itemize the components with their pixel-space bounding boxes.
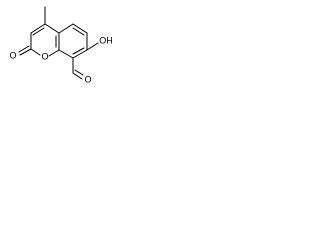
atom-hydroxyl: OH — [99, 35, 113, 45]
bond-cho-o — [72, 72, 83, 80]
bond-c2-o1 — [30, 48, 41, 56]
structure-canvas: O O OH O — [0, 0, 121, 86]
bond-c8-c8a — [58, 49, 74, 59]
molecule-diagram: O O OH O — [9, 6, 113, 84]
bond-c4a-c5 — [58, 23, 74, 34]
atom-carbonyl-oxygen: O — [9, 50, 16, 60]
bond-c5-c6 — [72, 23, 88, 34]
bond-c7-c8 — [72, 49, 88, 59]
bond-c2-carbonyl — [19, 48, 32, 56]
bond-o1-c8a — [48, 49, 60, 57]
atom-aldehyde-oxygen: O — [84, 74, 91, 84]
bond-cho-o-double — [74, 69, 84, 76]
bond-c7-hydroxyl — [86, 42, 99, 51]
bond-c5-c6-double-inner — [72, 27, 85, 36]
bond-c4-c3 — [30, 23, 46, 34]
bond-c4-c4a — [44, 23, 60, 34]
bond-c2-carbonyl-double — [18, 45, 30, 53]
bond-c7-c8-double-inner — [72, 47, 85, 55]
atom-ring-oxygen: O — [41, 51, 48, 61]
bond-c3-c3-double-inner — [32, 27, 45, 36]
